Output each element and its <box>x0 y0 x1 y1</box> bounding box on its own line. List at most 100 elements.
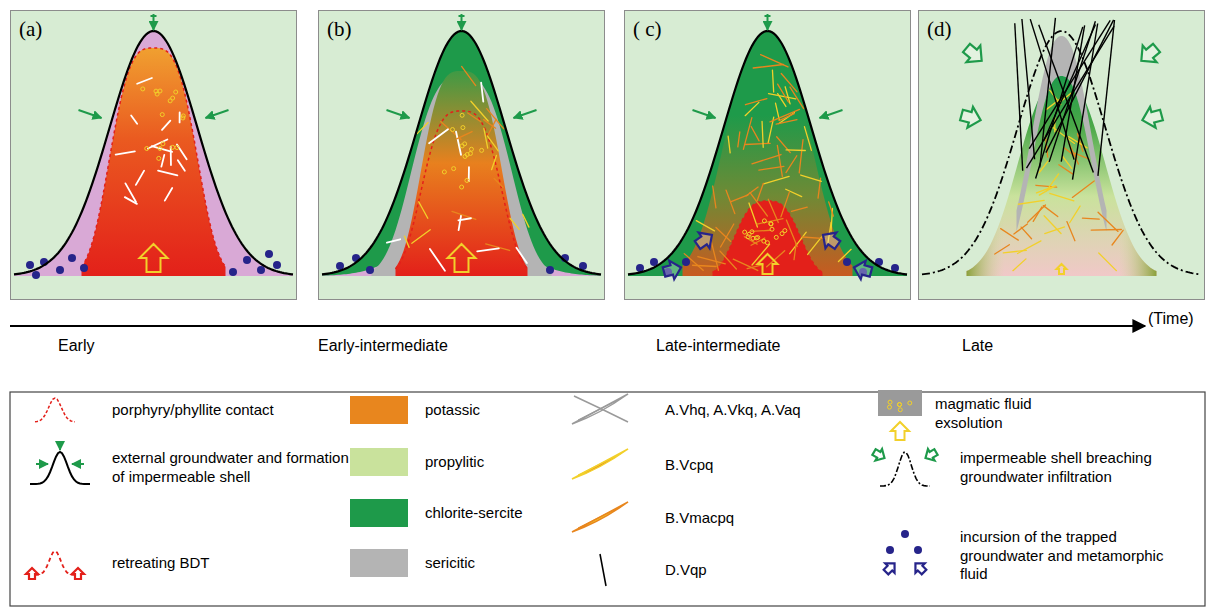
stage-panel: ( c) <box>624 10 911 300</box>
legend-swatch <box>350 549 408 577</box>
vein <box>698 257 725 264</box>
vein <box>721 224 734 247</box>
infiltration-arrow <box>960 40 989 69</box>
fluid-bubble <box>480 148 484 152</box>
vein <box>728 136 730 153</box>
fluid-bubble <box>442 170 446 174</box>
groundwater-dot <box>26 261 34 269</box>
vein <box>516 248 526 263</box>
vein <box>794 243 796 259</box>
fluid-bubble <box>746 235 750 239</box>
fluid-bubble <box>769 222 773 226</box>
vein <box>162 121 170 130</box>
vein <box>494 178 503 187</box>
panel-ground <box>10 10 297 300</box>
fluid-bubble <box>452 167 456 171</box>
infiltration-arrow <box>1134 40 1163 69</box>
legend-symbol <box>600 554 606 586</box>
legend-symbol <box>871 446 940 486</box>
vein <box>161 155 164 167</box>
legend-symbol <box>26 551 84 579</box>
vein <box>1043 206 1057 217</box>
vein <box>808 237 822 254</box>
fluid-bubble <box>171 96 175 100</box>
vein <box>1070 206 1080 223</box>
legend-symbol <box>35 398 75 422</box>
fluid-bubble <box>780 232 784 236</box>
vein <box>769 94 796 99</box>
stage-panel: (b) <box>318 10 605 300</box>
vein <box>764 176 789 184</box>
fluid-bubble <box>460 144 464 148</box>
vein <box>452 211 476 219</box>
infiltration-arrow <box>881 559 899 577</box>
fluid-bubble <box>898 403 902 407</box>
vein <box>1050 193 1074 200</box>
fluid-bubble <box>141 87 145 91</box>
late-vein <box>1022 19 1035 159</box>
groundwater-arrow <box>514 110 537 118</box>
fluid-bubble <box>145 147 149 151</box>
vein <box>165 188 172 201</box>
legend-text: incursion of the trapped groundwater and… <box>960 528 1195 584</box>
groundwater-arrow <box>79 110 102 118</box>
vein <box>125 183 136 202</box>
legend-text: B.Vmacpq <box>665 509 855 528</box>
vein <box>746 187 758 196</box>
vein <box>1021 227 1031 239</box>
groundwater-arrow <box>820 110 843 118</box>
vein <box>745 99 766 105</box>
fluid-bubble <box>161 142 165 146</box>
fluid-bubble <box>743 230 747 234</box>
groundwater-arrow <box>59 442 61 450</box>
vein <box>1018 241 1041 254</box>
panel-label: (b) <box>327 17 352 42</box>
fluid-bubble <box>468 151 472 155</box>
vein <box>158 171 177 176</box>
stage-label: Early-intermediate <box>318 337 448 355</box>
vein <box>792 207 808 211</box>
vein <box>488 136 499 151</box>
legend-symbol <box>881 530 928 577</box>
vein <box>738 132 740 147</box>
vein <box>804 127 811 151</box>
fluid-bubble <box>158 147 162 151</box>
groundwater-dot <box>546 266 554 274</box>
fluid-bubble <box>174 90 178 94</box>
groundwater-dot <box>68 254 76 262</box>
fluid-bubble <box>171 145 175 149</box>
infiltration-arrow <box>922 446 939 463</box>
stage-panel: (d) <box>918 10 1205 300</box>
late-vein <box>1098 20 1115 176</box>
legend-text: sericitic <box>425 554 565 573</box>
vein <box>471 101 488 121</box>
legend-swatch <box>350 448 408 476</box>
vein <box>1112 230 1123 245</box>
vein <box>733 259 757 270</box>
legend-symbol <box>878 390 922 440</box>
vein <box>137 78 152 84</box>
fluid-bubble <box>769 222 773 226</box>
fluid-bubble <box>897 403 901 407</box>
legend-text: retreating BDT <box>112 554 332 573</box>
vein <box>743 118 751 150</box>
exsolution-arrow <box>448 244 476 272</box>
infiltration-arrow <box>818 227 843 253</box>
infiltration-arrow <box>72 568 84 579</box>
vein <box>790 232 807 253</box>
vein <box>693 265 717 266</box>
fluid-bubble <box>463 154 467 158</box>
fluid-bubble <box>888 400 892 404</box>
fluid-bubble <box>160 113 164 117</box>
late-vein <box>1027 26 1115 168</box>
vein <box>412 230 430 244</box>
legend-symbol <box>572 502 628 532</box>
legend-text: D.Vqp <box>665 561 855 580</box>
legend-symbol <box>30 442 90 484</box>
groundwater-arrow <box>693 110 716 118</box>
fluid-bubble <box>157 156 161 160</box>
groundwater-dot <box>843 258 851 266</box>
panel-label: (d) <box>927 17 952 42</box>
vein <box>747 265 763 269</box>
